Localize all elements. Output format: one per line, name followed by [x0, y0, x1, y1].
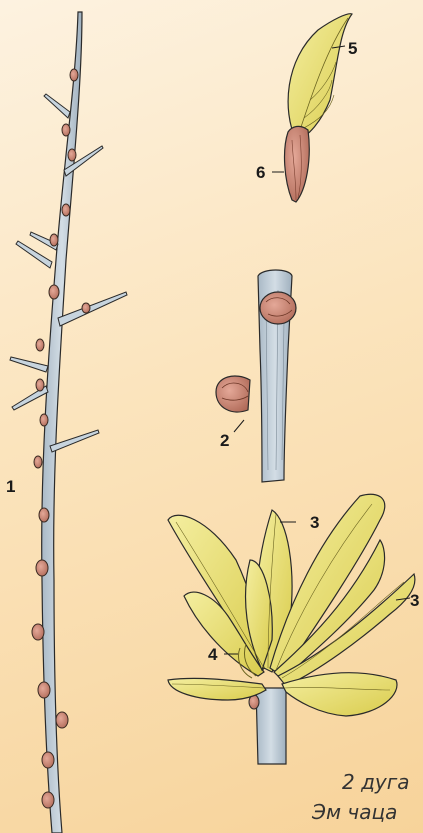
- caption-line-2: Эм чаца: [312, 802, 397, 822]
- label-leaves-b: 3: [410, 592, 419, 609]
- label-young-leaf: 5: [348, 40, 357, 57]
- label-twig: 1: [6, 478, 15, 495]
- leaf-rosette-drawing: [168, 494, 415, 764]
- label-bud-scale: 4: [208, 646, 217, 663]
- caption-line-1: 2 дуга: [342, 772, 410, 792]
- young-leaf-drawing: [272, 14, 352, 202]
- bud-stem-drawing: [216, 270, 296, 482]
- label-bud: 2: [220, 432, 229, 449]
- twig-branch: [10, 12, 127, 833]
- label-leaf-base: 6: [256, 164, 265, 181]
- label-leaves-a: 3: [310, 514, 319, 531]
